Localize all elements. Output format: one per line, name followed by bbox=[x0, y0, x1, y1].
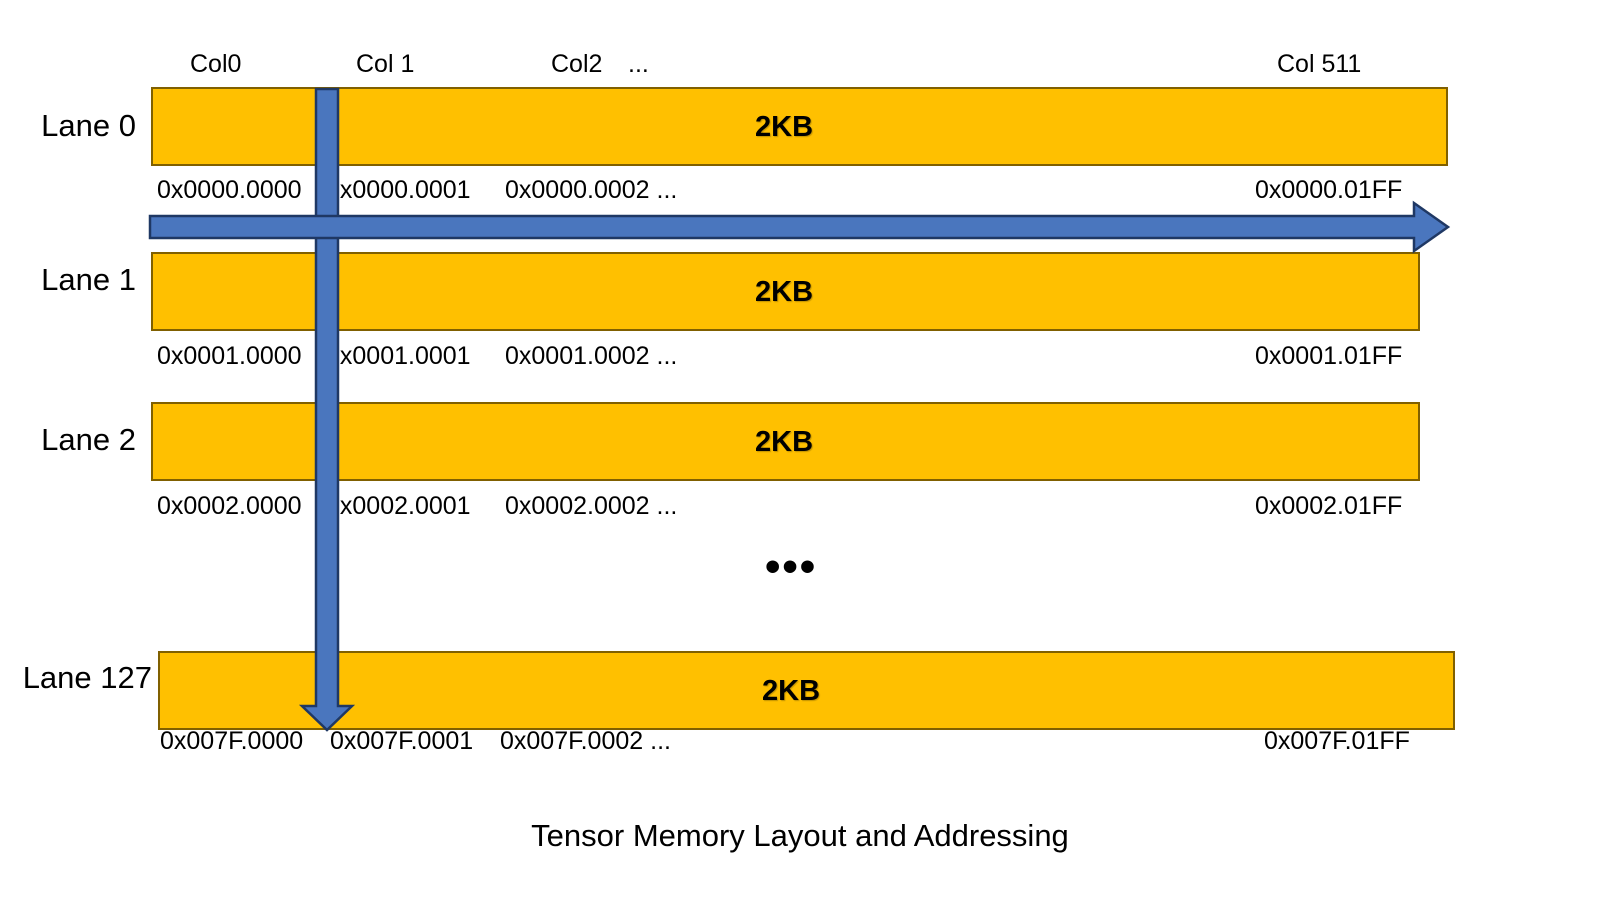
lane-bar-lane-2 bbox=[151, 402, 1420, 481]
lane-1-address-col1: 0x0001.0001 bbox=[326, 342, 471, 370]
lane-2-address-col511: 0x0002.01FF bbox=[1255, 492, 1403, 520]
lane-2-address-col0: 0x0002.0000 bbox=[157, 492, 302, 520]
lane-bar-lane-127 bbox=[158, 651, 1455, 730]
lane-2-address-col2: 0x0002.0002 ... bbox=[505, 492, 678, 520]
lane-0-address-col1: 0x0000.0001 bbox=[326, 176, 471, 204]
lane-label-lane-0: Lane 0 bbox=[41, 108, 136, 143]
lane-127-address-col1: 0x007F.0001 bbox=[330, 727, 474, 755]
lane-127-address-col0: 0x007F.0000 bbox=[160, 727, 304, 755]
lane-0-address-col511: 0x0000.01FF bbox=[1255, 176, 1403, 204]
lanes-continuation-ellipsis: ••• bbox=[765, 542, 818, 591]
lane-capacity-lane-1: 2KB bbox=[755, 276, 814, 308]
column-header-col0: Col0 bbox=[190, 50, 242, 78]
lane-1-address-col0: 0x0001.0000 bbox=[157, 342, 302, 370]
lane-127-address-col2: 0x007F.0002 ... bbox=[500, 727, 671, 755]
diagram-caption: Tensor Memory Layout and Addressing bbox=[531, 818, 1069, 853]
lane-capacity-lane-0: 2KB bbox=[755, 111, 814, 143]
lane-1-address-col511: 0x0001.01FF bbox=[1255, 342, 1403, 370]
lane-bar-lane-0 bbox=[151, 87, 1448, 166]
lane-1-address-col2: 0x0001.0002 ... bbox=[505, 342, 678, 370]
lane-label-lane-1: Lane 1 bbox=[41, 262, 136, 297]
lane-bar-lane-1 bbox=[151, 252, 1420, 331]
column-order-arrow bbox=[148, 200, 1451, 254]
lane-capacity-lane-127: 2KB bbox=[762, 675, 821, 707]
lane-capacity-lane-2: 2KB bbox=[755, 426, 814, 458]
lane-2-address-col1: 0x0002.0001 bbox=[326, 492, 471, 520]
lane-label-lane-127: Lane 127 bbox=[22, 660, 152, 695]
column-header-col2: Col2 bbox=[551, 50, 603, 78]
lane-127-address-col511: 0x007F.01FF bbox=[1264, 727, 1410, 755]
column-header-ellipsis: ... bbox=[628, 50, 649, 78]
column-header-col1: Col 1 bbox=[356, 50, 415, 78]
lane-label-lane-2: Lane 2 bbox=[41, 422, 136, 457]
lane-0-address-col2: 0x0000.0002 ... bbox=[505, 176, 678, 204]
column-header-col511: Col 511 bbox=[1277, 50, 1362, 78]
lane-0-address-col0: 0x0000.0000 bbox=[157, 176, 302, 204]
